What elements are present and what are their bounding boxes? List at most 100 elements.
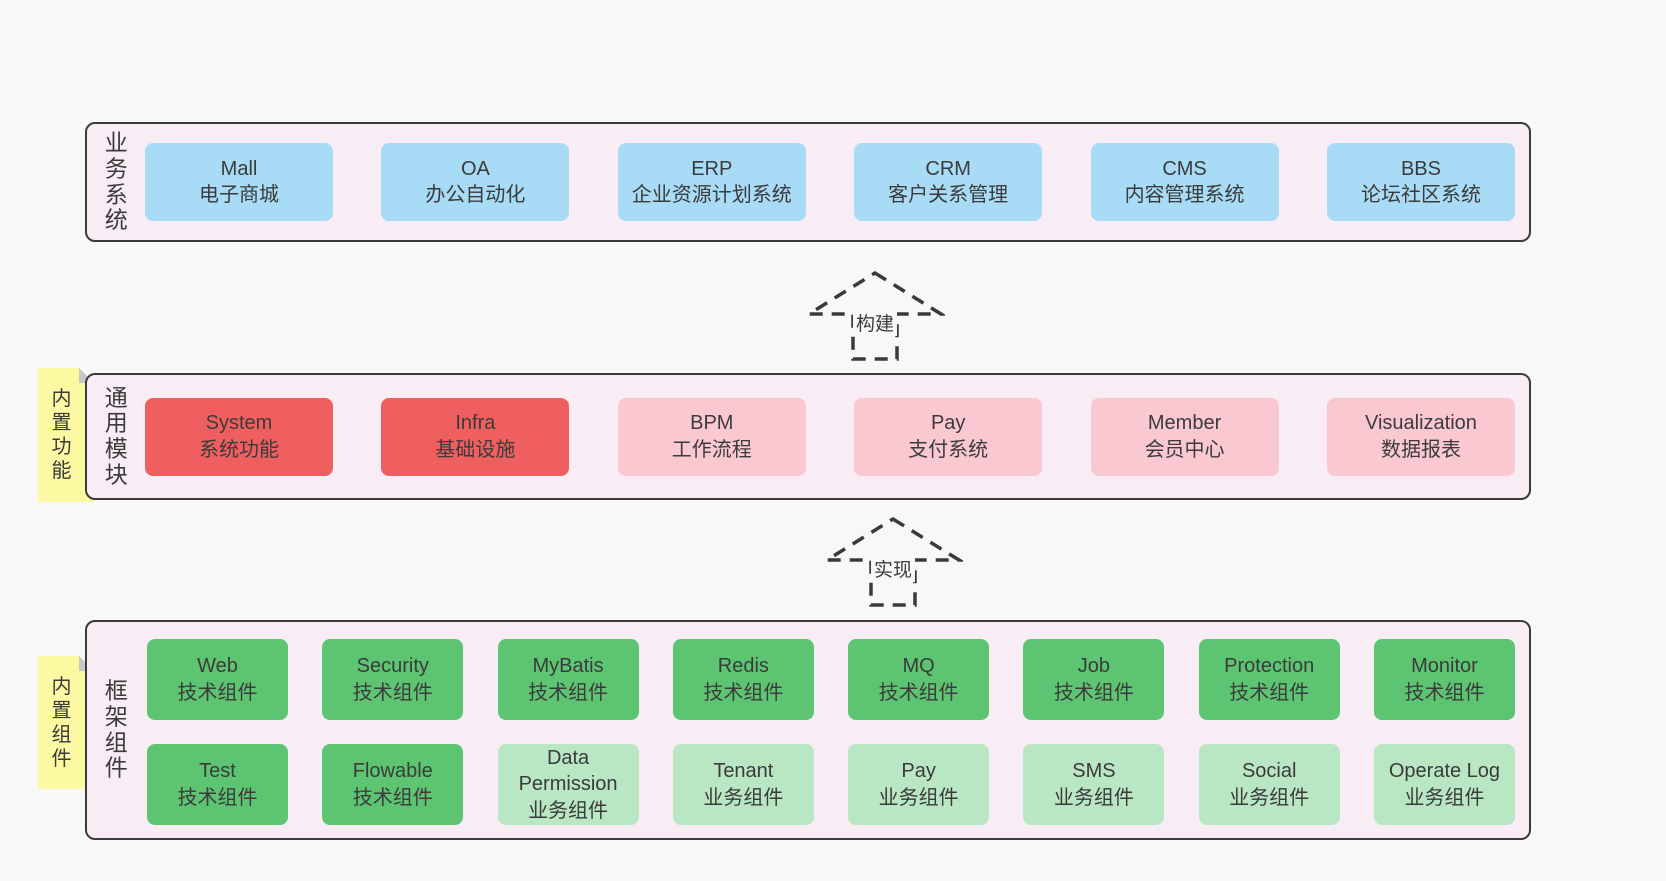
arrow-build: 构建	[805, 270, 945, 362]
box-erp: ERP 企业资源计划系统	[617, 143, 806, 221]
box-subtitle: 内容管理系统	[1124, 184, 1245, 206]
box-mall: Mall 电子商城	[145, 143, 333, 221]
box-protection: Protection 技术组件	[1198, 639, 1340, 720]
box-title: MyBatis	[532, 655, 604, 678]
box-subtitle: 业务组件	[878, 786, 959, 809]
box-title: MQ	[902, 655, 935, 678]
layer-label-business-systems: 业务系统	[104, 129, 128, 233]
arrow-build-label: 构建	[852, 309, 898, 336]
box-title: Security	[356, 655, 429, 678]
box-subtitle: 业务组件	[1053, 786, 1134, 809]
box-subtitle: 办公自动化	[425, 184, 526, 206]
box-subtitle: 系统功能	[199, 438, 279, 461]
box-title: Pay	[901, 760, 936, 783]
box-title: Redis	[717, 655, 769, 678]
box-subtitle: 客户关系管理	[888, 184, 1009, 206]
box-security: Security 技术组件	[322, 639, 464, 720]
box-title: Protection	[1224, 655, 1315, 678]
box-subtitle: 技术组件	[703, 681, 784, 704]
box-title: ERP	[691, 157, 733, 180]
box-subtitle: 技术组件	[1404, 681, 1485, 704]
box-pay-component: Pay 业务组件	[848, 744, 990, 825]
sticky-note-label: 内置组件	[51, 675, 72, 770]
box-title: SMS	[1072, 760, 1116, 783]
box-title: Test	[199, 760, 236, 783]
up-arrow-icon	[823, 516, 963, 607]
box-subtitle: 业务组件	[1404, 786, 1485, 809]
box-subtitle: 会员中心	[1144, 438, 1225, 461]
up-arrow-icon	[805, 270, 945, 361]
box-subtitle: 技术组件	[1053, 681, 1134, 704]
box-visualization: Visualization 数据报表	[1326, 397, 1515, 476]
layer-common-modules: 通用模块 System 系统功能 Infra 基础设施 BPM 工作流程 Pay…	[85, 373, 1531, 500]
box-cms: CMS 内容管理系统	[1090, 143, 1279, 221]
box-title: Pay	[930, 412, 966, 435]
box-title: BPM	[690, 412, 734, 435]
box-subtitle: 业务组件	[528, 799, 609, 822]
box-bbs: BBS 论坛社区系统	[1326, 143, 1515, 221]
sticky-note-label: 内置功能	[51, 388, 72, 482]
box-title: Web	[197, 655, 238, 678]
box-subtitle: 支付系统	[908, 438, 989, 461]
box-operate-log: Operate Log 业务组件	[1373, 744, 1515, 825]
box-subtitle: 技术组件	[878, 681, 959, 704]
box-web: Web 技术组件	[147, 639, 288, 720]
box-monitor: Monitor 技术组件	[1373, 639, 1515, 720]
box-subtitle: 技术组件	[352, 786, 433, 809]
box-sms: SMS 业务组件	[1023, 744, 1165, 825]
box-subtitle: 基础设施	[435, 438, 516, 461]
box-bpm: BPM 工作流程	[617, 397, 806, 476]
layer-label-common-modules: 通用模块	[104, 384, 128, 488]
arrow-implement: 实现	[823, 516, 963, 608]
box-subtitle: 论坛社区系统	[1360, 184, 1481, 206]
layer-framework-components: 框架组件 Web 技术组件 Security 技术组件 MyBatis 技术组件…	[85, 620, 1531, 840]
box-title: CRM	[925, 157, 971, 180]
box-subtitle: 数据报表	[1380, 438, 1461, 461]
box-title: Tenant	[713, 760, 774, 783]
box-mq: MQ 技术组件	[848, 639, 990, 720]
box-oa: OA 办公自动化	[381, 143, 570, 221]
sticky-note-builtin-features: 内置功能	[38, 368, 94, 502]
common-module-boxes: System 系统功能 Infra 基础设施 BPM 工作流程 Pay 支付系统…	[145, 375, 1515, 498]
box-data-permission: Data Permission 业务组件	[497, 744, 639, 825]
box-title: Data Permission	[518, 746, 618, 796]
box-title: BBS	[1400, 157, 1441, 180]
box-title: Mall	[220, 157, 258, 180]
box-flowable: Flowable 技术组件	[322, 744, 464, 825]
layer-label-framework-components: 框架组件	[104, 677, 128, 781]
box-title: CMS	[1162, 157, 1207, 180]
box-title: Monitor	[1411, 655, 1478, 678]
box-subtitle: 工作流程	[671, 438, 752, 461]
framework-row-1: Web 技术组件 Security 技术组件 MyBatis 技术组件 Redi…	[147, 639, 1515, 720]
box-social: Social 业务组件	[1198, 744, 1340, 825]
box-subtitle: 企业资源计划系统	[631, 184, 792, 206]
business-boxes: Mall 电子商城 OA 办公自动化 ERP 企业资源计划系统 CRM 客户关系…	[145, 124, 1515, 240]
box-subtitle: 电子商城	[199, 184, 279, 206]
box-title: Member	[1147, 412, 1222, 435]
box-title: Operate Log	[1388, 760, 1501, 783]
box-subtitle: 技术组件	[352, 681, 433, 704]
box-infra: Infra 基础设施	[381, 397, 570, 476]
box-subtitle: 业务组件	[1229, 786, 1310, 809]
box-crm: CRM 客户关系管理	[854, 143, 1043, 221]
framework-row-2: Test 技术组件 Flowable 技术组件 Data Permission …	[147, 744, 1515, 825]
box-title: Flowable	[352, 760, 433, 783]
box-test: Test 技术组件	[147, 744, 288, 825]
box-subtitle: 技术组件	[177, 681, 258, 704]
box-title: Infra	[455, 412, 496, 435]
layer-business-systems: 业务系统 Mall 电子商城 OA 办公自动化 ERP 企业资源计划系统 CRM…	[85, 122, 1531, 242]
box-member: Member 会员中心	[1090, 397, 1279, 476]
box-tenant: Tenant 业务组件	[672, 744, 814, 825]
framework-component-rows: Web 技术组件 Security 技术组件 MyBatis 技术组件 Redi…	[147, 639, 1515, 825]
box-job: Job 技术组件	[1023, 639, 1165, 720]
box-pay-system: Pay 支付系统	[854, 397, 1043, 476]
box-subtitle: 技术组件	[177, 786, 258, 809]
box-title: OA	[460, 157, 490, 180]
box-title: System	[205, 412, 273, 435]
box-subtitle: 技术组件	[1229, 681, 1310, 704]
sticky-note-builtin-components: 内置组件	[38, 656, 94, 789]
box-title: Job	[1077, 655, 1111, 678]
box-title: Social	[1241, 760, 1297, 783]
box-subtitle: 业务组件	[703, 786, 784, 809]
box-redis: Redis 技术组件	[672, 639, 814, 720]
